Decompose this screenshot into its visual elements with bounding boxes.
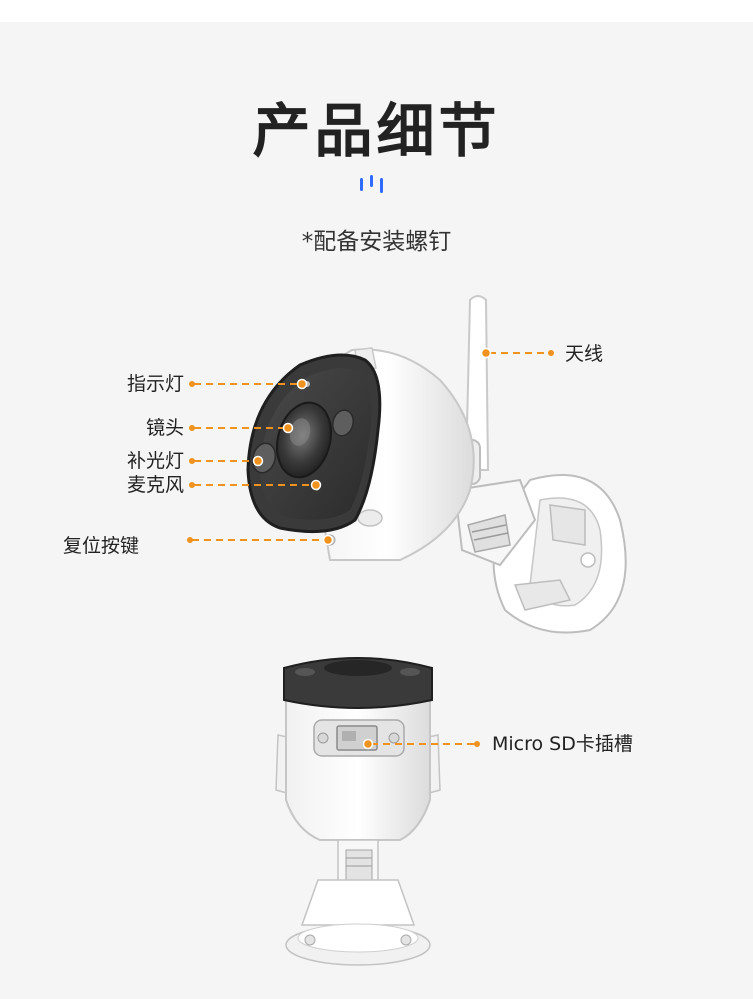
callout-microphone [189, 479, 322, 491]
camera-top-view [246, 295, 627, 634]
title-divider-icon [360, 175, 383, 193]
page-subtitle: *配备安装螺钉 [301, 229, 452, 255]
mount-arm [453, 478, 537, 567]
callout-lens [189, 422, 294, 434]
callouts [187, 347, 554, 750]
camera-front-face [246, 353, 382, 534]
label-sd-slot: Micro SD卡插槽 [492, 733, 633, 755]
top-strip [0, 0, 753, 22]
label-antenna: 天线 [565, 343, 604, 365]
callout-antenna [480, 347, 554, 359]
callout-fill-light [189, 455, 264, 467]
callout-indicator [189, 378, 308, 390]
label-fill-light: 补光灯 [126, 450, 184, 472]
label-reset: 复位按键 [63, 535, 140, 557]
label-lens: 镜头 [145, 417, 184, 439]
callout-reset [187, 534, 334, 546]
label-microphone: 麦克风 [126, 474, 184, 496]
page-title: 产品细节 [252, 97, 501, 165]
callout-sd-slot [362, 738, 480, 750]
label-indicator: 指示灯 [126, 373, 184, 395]
camera-bottom-view [275, 657, 441, 966]
sd-card-panel [313, 719, 405, 757]
